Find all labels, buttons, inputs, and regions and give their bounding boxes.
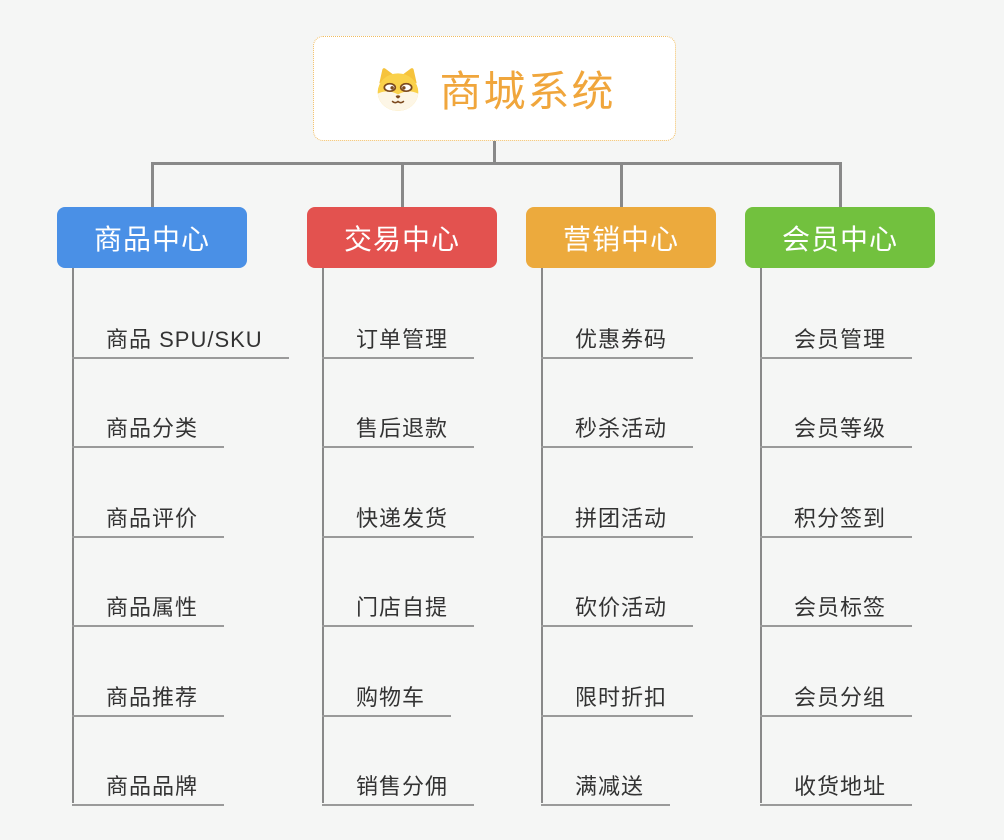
- subtopic[interactable]: 商品品牌: [72, 766, 225, 806]
- subtopic[interactable]: 砍价活动: [541, 587, 694, 627]
- subtopic[interactable]: 拼团活动: [541, 498, 694, 538]
- branch-topic-2[interactable]: 交易中心: [307, 207, 497, 268]
- subtopic[interactable]: 会员管理: [760, 319, 913, 359]
- drop-line-2: [401, 162, 404, 207]
- subtopic[interactable]: 满减送: [541, 766, 671, 806]
- subtopic[interactable]: 售后退款: [322, 408, 475, 448]
- root-topic-title: 商城系统: [439, 68, 616, 115]
- branch-topic-4[interactable]: 会员中心: [745, 207, 935, 268]
- root-topic[interactable]: 商城系统: [313, 36, 676, 141]
- subtopic[interactable]: 优惠券码: [541, 319, 694, 359]
- subtopic[interactable]: 购物车: [322, 677, 452, 717]
- subtopic[interactable]: 会员分组: [760, 677, 913, 717]
- subtopic[interactable]: 商品评价: [72, 498, 225, 538]
- trunk-line-2: [322, 268, 324, 803]
- subtopic[interactable]: 商品推荐: [72, 677, 225, 717]
- branch-topic-3[interactable]: 营销中心: [526, 207, 716, 268]
- trunk-line-1: [72, 268, 74, 803]
- subtopic[interactable]: 限时折扣: [541, 677, 694, 717]
- dog-face-icon: [378, 67, 419, 111]
- subtopic[interactable]: 积分签到: [760, 498, 913, 538]
- subtopic[interactable]: 门店自提: [322, 587, 475, 627]
- subtopic[interactable]: 快递发货: [322, 498, 475, 538]
- subtopic[interactable]: 收货地址: [760, 766, 913, 806]
- subtopic[interactable]: 商品属性: [72, 587, 225, 627]
- bus-line: [151, 162, 842, 165]
- subtopic[interactable]: 商品 SPU/SKU: [72, 319, 289, 359]
- drop-line-3: [620, 162, 623, 207]
- subtopic[interactable]: 会员等级: [760, 408, 913, 448]
- subtopic[interactable]: 销售分佣: [322, 766, 475, 806]
- subtopic[interactable]: 秒杀活动: [541, 408, 694, 448]
- trunk-line-3: [541, 268, 543, 803]
- subtopic[interactable]: 会员标签: [760, 587, 913, 627]
- drop-line-1: [151, 162, 154, 207]
- drop-line-4: [839, 162, 842, 207]
- subtopic[interactable]: 商品分类: [72, 408, 225, 448]
- root-connector-line: [493, 141, 496, 165]
- branch-topic-1[interactable]: 商品中心: [57, 207, 247, 268]
- subtopic[interactable]: 订单管理: [322, 319, 475, 359]
- trunk-line-4: [760, 268, 762, 803]
